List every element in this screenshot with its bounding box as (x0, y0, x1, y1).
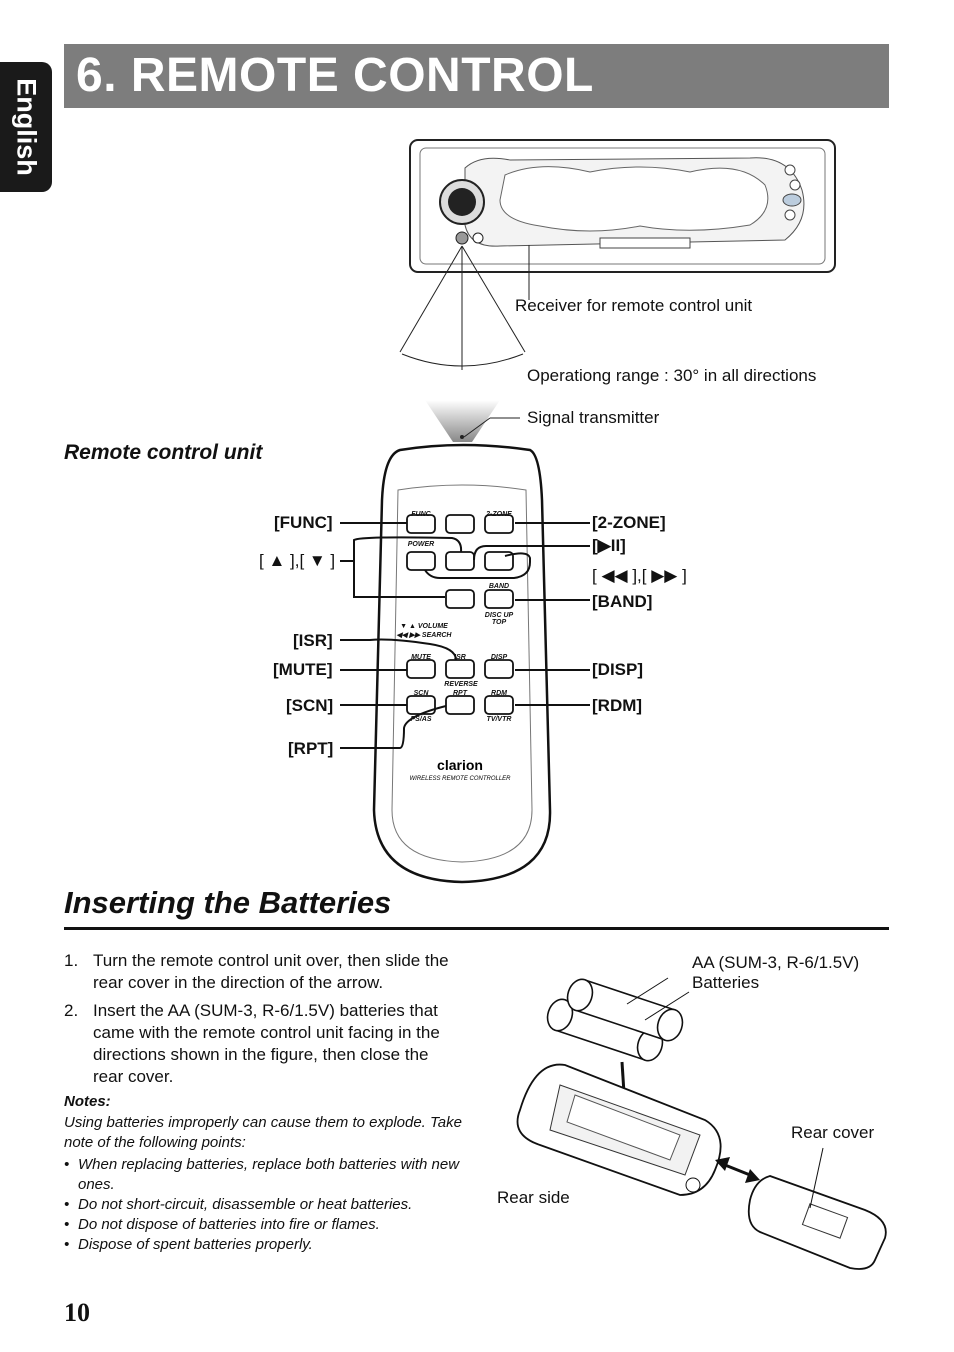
step-number: 2. (64, 1001, 79, 1020)
note-bullet: •Do not short-circuit, disassemble or he… (64, 1196, 413, 1213)
receiver-label: Receiver for remote control unit (515, 296, 753, 315)
note-bullet: •When replacing batteries, replace both … (64, 1156, 460, 1193)
key-disc-up: DISC UP (485, 612, 514, 619)
callout-2zone: [2-ZONE] (592, 513, 666, 532)
step-item: 2. Insert the AA (SUM-3, R-6/1.5V) batte… (64, 1000, 456, 1088)
callout-disp: [DISP] (592, 660, 643, 679)
batteries-label-1: AA (SUM-3, R-6/1.5V) (692, 953, 860, 972)
callout-play-pause: [▶II] (592, 536, 626, 555)
language-tab-label: English (11, 78, 42, 176)
key-disp: DISP (491, 654, 508, 661)
key-func: FUNC (411, 511, 431, 518)
step-text: Insert the AA (SUM-3, R-6/1.5V) batterie… (93, 1001, 440, 1086)
rear-cover-label: Rear cover (791, 1123, 875, 1142)
callout-rpt: [RPT] (288, 739, 334, 758)
steps-list: 1. Turn the remote control unit over, th… (64, 950, 456, 1094)
head-unit-illustration (399, 139, 836, 370)
callout-func: [FUNC] (274, 513, 333, 532)
model-text: WIRELESS REMOTE CONTROLLER (409, 776, 511, 782)
key-psas: PS/AS (410, 716, 431, 723)
notes-heading: Notes: (64, 1093, 111, 1110)
note-bullet: •Dispose of spent batteries properly. (64, 1236, 313, 1253)
remote-illustration: FUNC POWER 2-ZONE BAND DISC UP TOP ▼ ▲ V… (340, 400, 590, 884)
key-search: ◀◀ ▶▶ SEARCH (397, 632, 453, 639)
step-number: 1. (64, 951, 79, 970)
callout-mute: [MUTE] (273, 660, 333, 679)
notes-intro: Using batteries improperly can cause the… (64, 1114, 462, 1151)
notes-list: Using batteries improperly can cause the… (64, 1113, 464, 1255)
key-rdm: RDM (491, 690, 507, 697)
callout-updown: [ ▲ ],[ ▼ ] (259, 551, 336, 570)
rear-side-label: Rear side (497, 1188, 570, 1207)
key-zone: 2-ZONE (485, 511, 512, 518)
key-rpt: RPT (453, 690, 468, 697)
batteries-label-2: Batteries (692, 973, 760, 992)
note-bullet: •Do not dispose of batteries into fire o… (64, 1216, 380, 1233)
page-number: 10 (64, 1298, 90, 1327)
key-power: POWER (408, 541, 434, 548)
step-item: 1. Turn the remote control unit over, th… (64, 950, 456, 994)
page-title: 6. REMOTE CONTROL (76, 49, 594, 102)
range-label: Operationg range : 30° in all directions (527, 366, 817, 385)
callout-scn: [SCN] (286, 696, 334, 715)
key-band: BAND (489, 583, 509, 590)
callout-band: [BAND] (592, 592, 653, 611)
key-volume: ▼ ▲ VOLUME (400, 623, 448, 630)
key-tvvtr: TV/VTR (487, 716, 512, 723)
callout-isr: [ISR] (293, 631, 333, 650)
language-tab: English (0, 62, 52, 192)
page-title-bar: 6. REMOTE CONTROL (64, 44, 889, 108)
transmitter-label: Signal transmitter (527, 408, 660, 427)
key-scn: SCN (414, 690, 430, 697)
brand-logo: clarion (437, 757, 483, 773)
key-top: TOP (492, 619, 507, 626)
section-rule (64, 927, 889, 930)
key-reverse: REVERSE (444, 681, 478, 688)
key-isr: ISR (454, 654, 466, 661)
key-mute: MUTE (411, 654, 431, 661)
callout-rdm: [RDM] (592, 696, 643, 715)
section-heading: Inserting the Batteries (64, 885, 392, 920)
callout-rw-ff: [ ◀◀ ],[ ▶▶ ] (592, 566, 687, 585)
battery-illustration (516, 977, 887, 1270)
step-text: Turn the remote control unit over, then … (93, 951, 449, 992)
remote-unit-heading: Remote control unit (64, 441, 263, 464)
